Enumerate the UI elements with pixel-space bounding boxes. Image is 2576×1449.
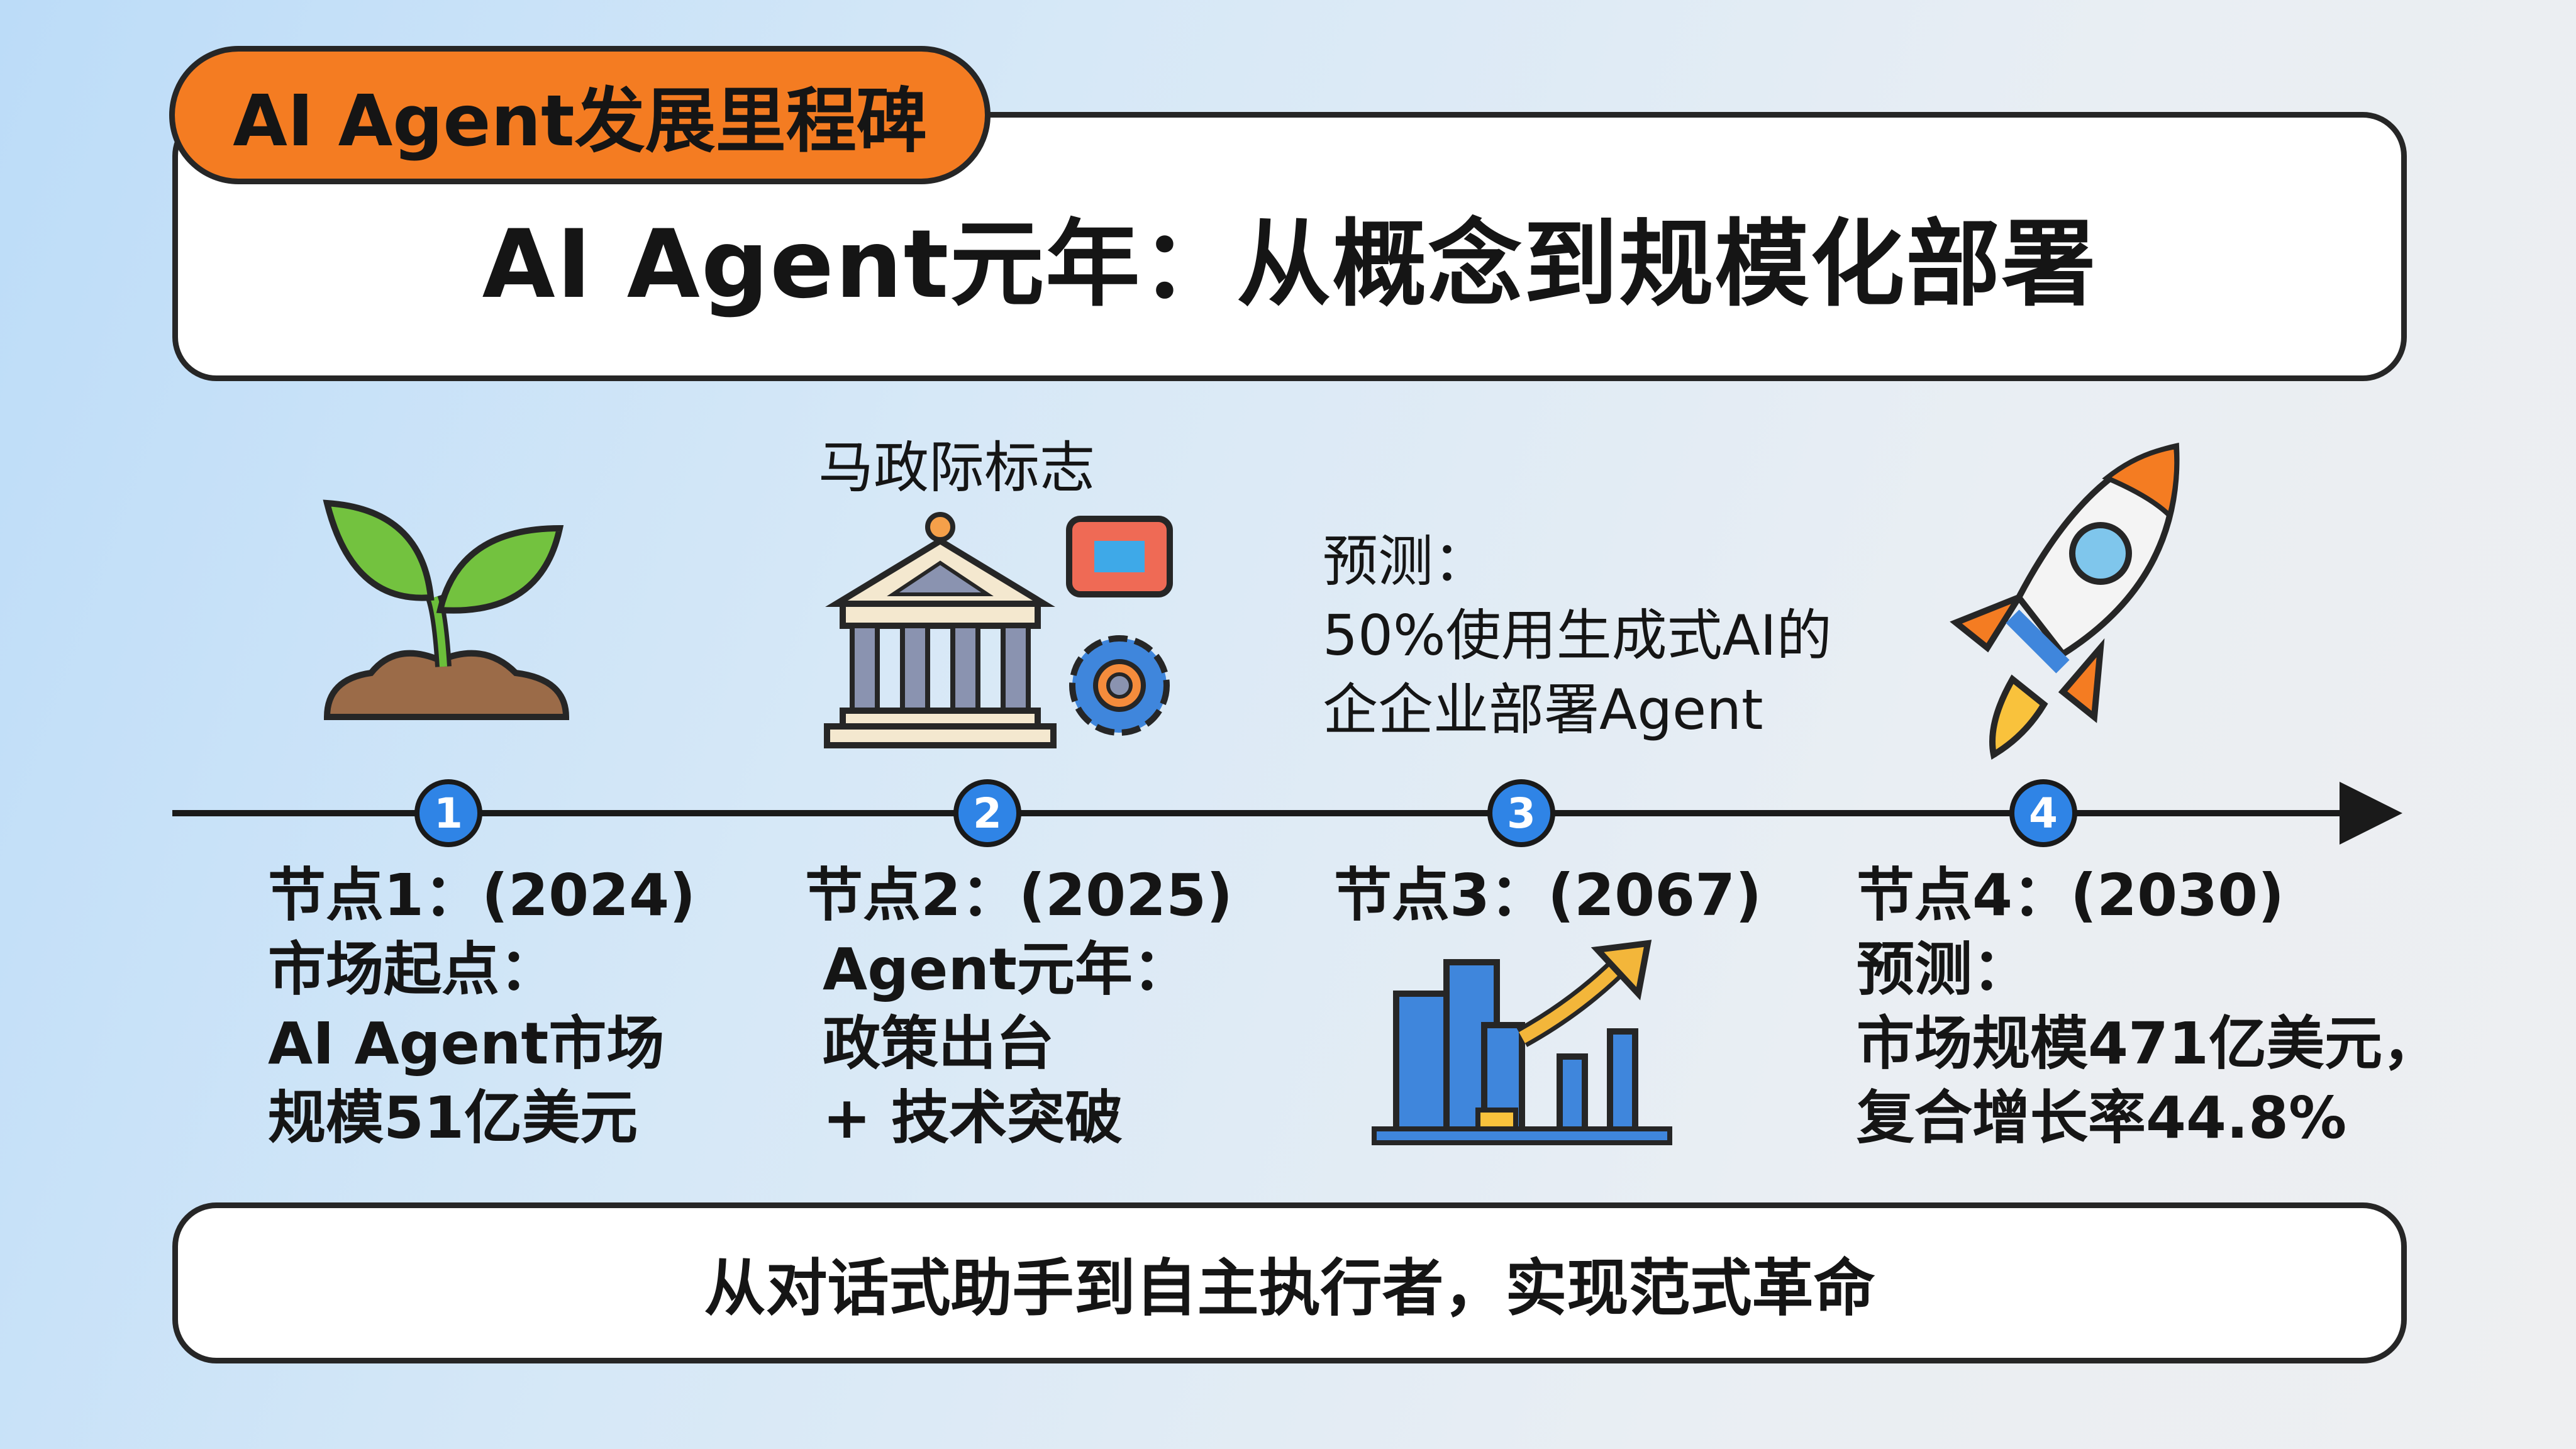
node-line: 预测： <box>1857 936 2031 1003</box>
node-2-description: 节点2：(2025) Agent元年： 政策出台 + 技术突破 <box>805 858 1233 1155</box>
node-line: AI Agent市场 <box>268 1010 665 1077</box>
node-marker-1[interactable]: 1 <box>414 779 482 847</box>
node-line: 节点2：(2025) <box>805 862 1233 929</box>
node-line: + 技术突破 <box>823 1084 1123 1152</box>
node-1-description: 节点1：(2024) 市场起点： AI Agent市场 规模51亿美元 <box>268 858 696 1155</box>
government-building-and-gear-icon <box>824 512 1173 748</box>
node-marker-3[interactable]: 3 <box>1487 779 1555 847</box>
node-marker-4[interactable]: 4 <box>2009 779 2077 847</box>
forecast-line: 50%使用生成式AI的 <box>1323 603 1832 668</box>
node-line: 节点1：(2024) <box>268 862 696 929</box>
forecast-line: 企企业部署Agent <box>1323 677 1763 742</box>
node2-caption: 马政际标志 <box>818 435 1096 500</box>
summary-text: 从对话式助手到自主执行者，实现范式革命 <box>704 1253 1875 1324</box>
page-title: AI Agent元年：从概念到规模化部署 <box>482 209 2097 319</box>
title-box: AI Agent元年：从概念到规模化部署 <box>172 112 2407 381</box>
growth-bar-chart-icon <box>1372 940 1672 1145</box>
node-line: 节点3：(2067) <box>1334 862 1762 929</box>
node-line: Agent元年： <box>823 936 1191 1003</box>
node-line: 规模51亿美元 <box>268 1084 638 1152</box>
milestone-badge: AI Agent发展里程碑 <box>169 46 991 184</box>
node-line: 市场起点： <box>268 936 558 1003</box>
node-line: 政策出台 <box>823 1010 1055 1077</box>
summary-box: 从对话式助手到自主执行者，实现范式革命 <box>172 1202 2407 1363</box>
node-line: 市场规模471亿美元， <box>1857 1010 2441 1077</box>
timeline-arrow-icon <box>2340 782 2402 845</box>
node-4-description: 节点4：(2030) 预测： 市场规模471亿美元， 复合增长率44.8% <box>1857 858 2440 1155</box>
forecast-line: 预测： <box>1323 529 1489 594</box>
timeline-line <box>172 810 2361 816</box>
node3-forecast: 预测： 50%使用生成式AI的 企企业部署Agent <box>1323 525 1832 747</box>
node-line: 节点4：(2030) <box>1857 862 2285 929</box>
sprout-icon <box>323 499 570 720</box>
node-line: 复合增长率44.8% <box>1857 1084 2347 1152</box>
node-3-description: 节点3：(2067) <box>1334 858 1762 933</box>
rocket-icon <box>1950 442 2180 760</box>
node-marker-2[interactable]: 2 <box>953 779 1021 847</box>
